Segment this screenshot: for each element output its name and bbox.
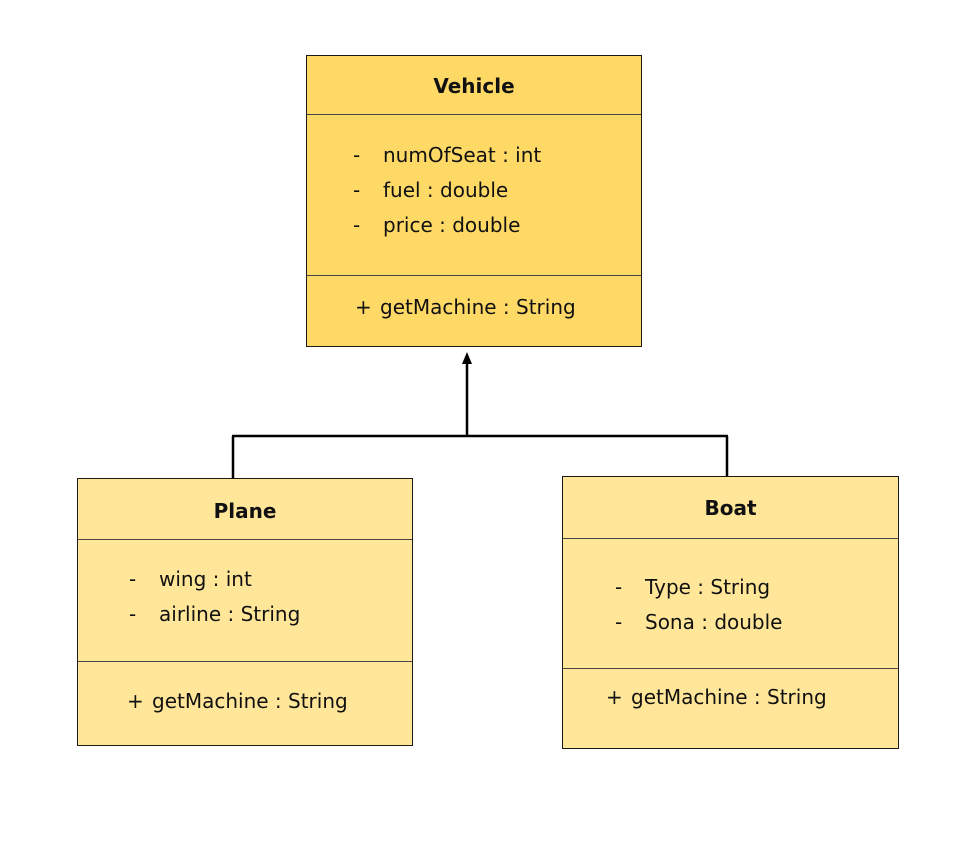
- boat-members-divider: [563, 668, 898, 669]
- vehicle-name-divider: [307, 114, 641, 115]
- plane-name-divider: [78, 539, 412, 540]
- vehicle-members-divider: [307, 275, 641, 276]
- vehicle-attribute: - numOfSeat : int: [353, 143, 542, 167]
- plane-class-box[interactable]: Plane - wing : int - airline : String + …: [77, 478, 413, 746]
- inheritance-arrowhead: [462, 352, 472, 364]
- boat-class-name: Boat: [704, 496, 757, 520]
- vehicle-method: + getMachine : String: [355, 295, 576, 319]
- boat-attribute: - Sona : double: [615, 610, 783, 634]
- vehicle-attribute: - price : double: [353, 213, 521, 237]
- vehicle-class-box[interactable]: Vehicle - numOfSeat : int - fuel : doubl…: [306, 55, 642, 347]
- boat-name-divider: [563, 538, 898, 539]
- plane-class-name: Plane: [213, 499, 277, 523]
- vehicle-attribute: - fuel : double: [353, 178, 509, 202]
- plane-members-divider: [78, 661, 412, 662]
- vehicle-class-name: Vehicle: [433, 74, 515, 98]
- boat-class-box[interactable]: Boat - Type : String - Sona : double + g…: [562, 476, 899, 749]
- plane-method: + getMachine : String: [127, 689, 348, 713]
- boat-method: + getMachine : String: [606, 685, 827, 709]
- plane-attribute: - wing : int: [129, 567, 252, 591]
- boat-attribute: - Type : String: [615, 575, 771, 599]
- plane-attribute: - airline : String: [129, 602, 301, 626]
